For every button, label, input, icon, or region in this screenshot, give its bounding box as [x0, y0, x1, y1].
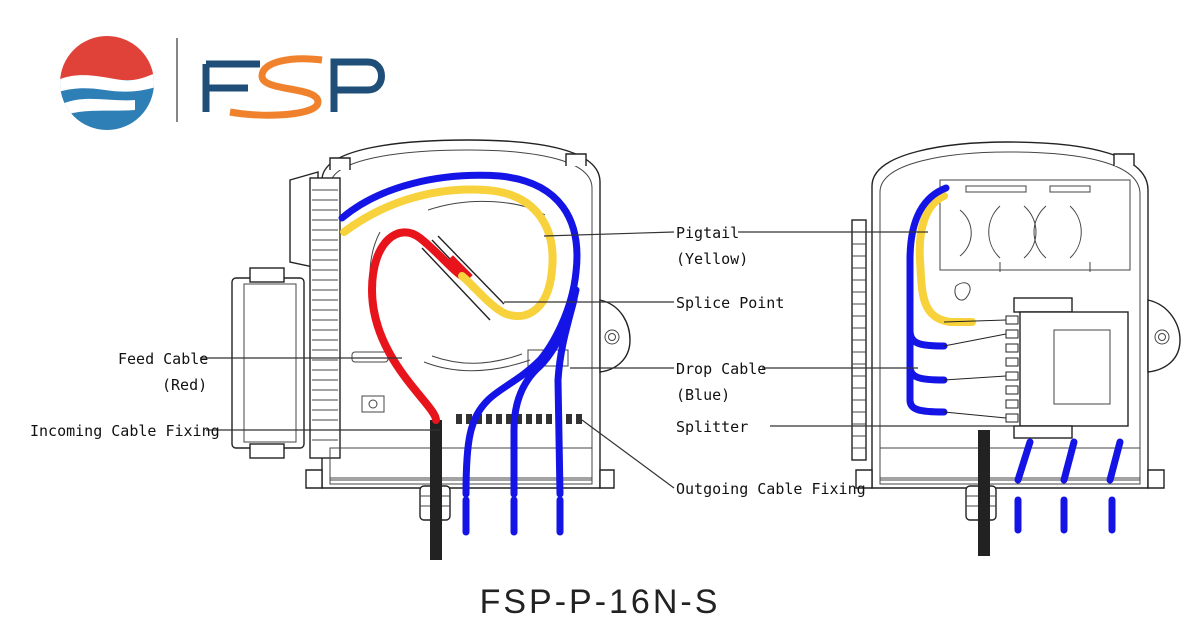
label-drop-cable-color: (Blue)	[676, 386, 730, 404]
label-drop-cable: Drop Cable	[676, 360, 766, 378]
label-splitter: Splitter	[676, 418, 748, 436]
label-feed-cable: Feed Cable	[118, 350, 208, 368]
right-enclosure	[851, 141, 1181, 556]
pigtail-yellow-right	[915, 192, 976, 326]
diagram-labels: Pigtail (Yellow) Splice Point Drop Cable…	[30, 224, 866, 498]
feed-cable-red	[367, 228, 466, 424]
product-title: FSP-P-16N-S	[479, 583, 721, 621]
label-feed-cable-color: (Red)	[162, 376, 207, 394]
drop-cables-blue	[338, 171, 581, 536]
label-pigtail: Pigtail	[676, 224, 739, 242]
label-incoming-fixing: Incoming Cable Fixing	[30, 422, 220, 440]
label-outgoing-fixing: Outgoing Cable Fixing	[676, 480, 866, 498]
drop-cables-blue-right	[906, 184, 1124, 534]
logo-emblem-icon	[60, 36, 154, 130]
label-splice-point: Splice Point	[676, 294, 784, 312]
leader-lines	[200, 231, 1018, 489]
fsp-logo	[60, 36, 385, 130]
left-enclosure	[231, 139, 631, 560]
logo-wordmark	[202, 55, 385, 119]
pigtail-yellow	[340, 185, 557, 321]
splitter-module	[1005, 297, 1129, 439]
hinge-comb	[851, 219, 867, 461]
hinge-ribs	[312, 189, 338, 441]
label-pigtail-color: (Yellow)	[676, 250, 748, 268]
